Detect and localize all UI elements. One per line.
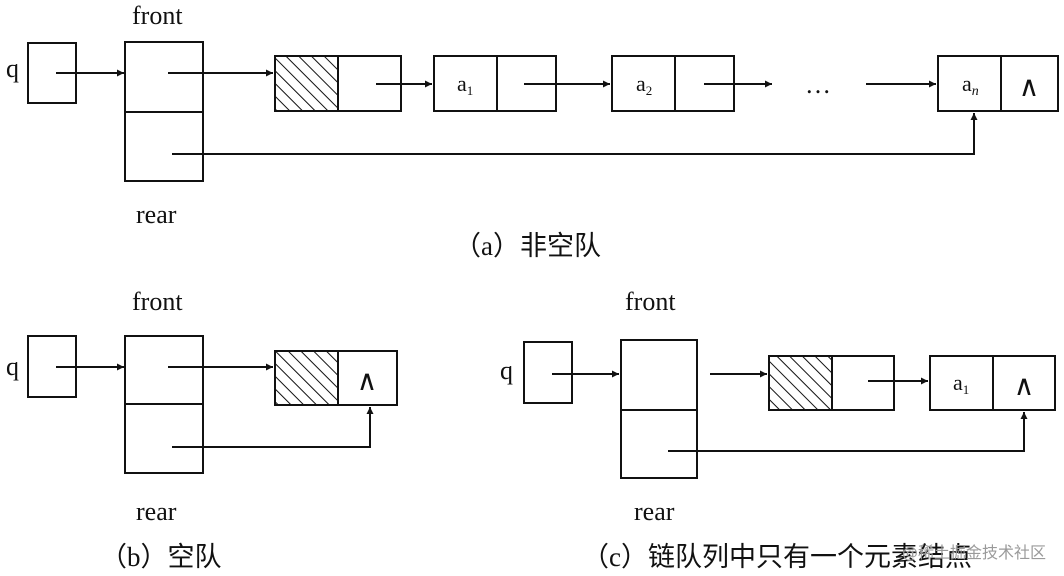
rear-to-head-arrow xyxy=(172,407,374,448)
queue-front-cell xyxy=(124,335,204,405)
rear-label: rear xyxy=(634,497,675,526)
panel-c-single-node-queue: q front rear a1 ∧ （c）链队列中只有一个元素结点 xyxy=(500,287,1056,572)
caption-a: （a）非空队 xyxy=(454,231,601,261)
watermark: @稀土掘金技术社区 xyxy=(902,543,1046,562)
queue-rear-cell xyxy=(124,403,204,474)
node-a2-data xyxy=(611,55,676,112)
node-a1-letter: a xyxy=(953,370,963,395)
q-label: q xyxy=(6,352,19,381)
queue-rear-cell xyxy=(124,111,204,182)
ellipsis: … xyxy=(805,70,831,99)
head-node-next xyxy=(337,350,398,406)
null-symbol: ∧ xyxy=(1019,72,1040,103)
node-a1-label: a1 xyxy=(953,370,969,397)
node-a1-letter: a xyxy=(457,71,467,96)
head-node-data xyxy=(274,55,339,112)
node-a1-subscript: 1 xyxy=(467,83,474,98)
node-a1-data xyxy=(433,55,498,112)
rear-to-an-arrow xyxy=(172,113,978,155)
rear-label: rear xyxy=(136,497,177,526)
caption-b: （b）空队 xyxy=(100,542,222,572)
head-node-next xyxy=(831,355,895,411)
panel-a-nonempty-queue: q front rear a1 a2 … an ∧ （a）非空队 xyxy=(6,1,1059,261)
rear-label: rear xyxy=(136,200,177,229)
node-an-next xyxy=(1000,55,1059,112)
front-label: front xyxy=(625,287,676,316)
node-an-data xyxy=(937,55,1002,112)
node-a1-data xyxy=(929,355,994,411)
node-a1-label: a1 xyxy=(457,71,473,98)
rear-to-a1-arrow xyxy=(668,412,1028,452)
head-node-data xyxy=(274,350,339,406)
caption-c: （c）链队列中只有一个元素结点 xyxy=(582,542,972,572)
node-a2-label: a2 xyxy=(636,71,652,98)
node-a1-subscript: 1 xyxy=(963,382,970,397)
node-an-label: an xyxy=(962,71,979,99)
null-symbol: ∧ xyxy=(1014,371,1035,402)
node-a2-letter: a xyxy=(636,71,646,96)
node-a2-subscript: 2 xyxy=(646,83,653,98)
head-node-data xyxy=(768,355,833,411)
node-an-subscript: n xyxy=(972,84,979,99)
q-label: q xyxy=(6,54,19,83)
node-an-letter: a xyxy=(962,71,972,96)
q-pointer-box xyxy=(523,341,573,404)
queue-front-cell xyxy=(124,41,204,113)
front-label: front xyxy=(132,287,183,316)
queue-front-cell xyxy=(620,339,698,411)
front-label: front xyxy=(132,1,183,30)
null-symbol: ∧ xyxy=(357,366,378,397)
node-a1-next xyxy=(992,355,1056,411)
q-label: q xyxy=(500,356,513,385)
queue-rear-cell xyxy=(620,409,698,479)
panel-b-empty-queue: q front rear ∧ （b）空队 xyxy=(6,287,398,572)
